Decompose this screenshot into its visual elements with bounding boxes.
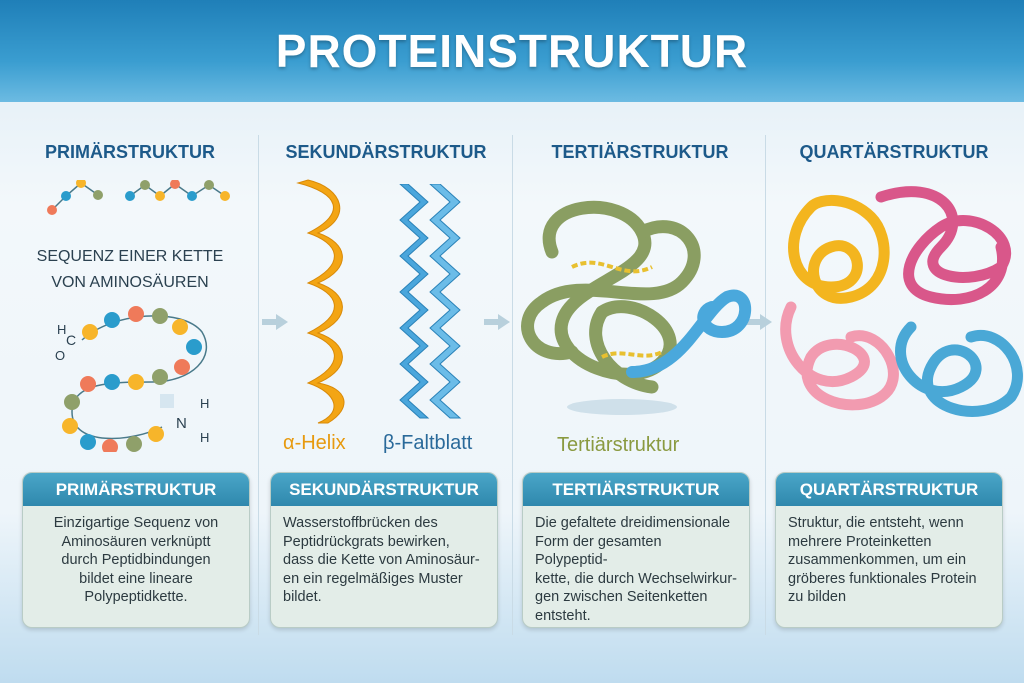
card-line: Peptidrückgrats bewirken, bbox=[283, 533, 450, 550]
label-alpha-helix: α-Helix bbox=[283, 432, 346, 454]
tertiary-structure-icon bbox=[521, 200, 752, 415]
chem-h: H bbox=[200, 430, 209, 445]
chem-n: N bbox=[176, 415, 187, 432]
column-quaternary: QUARTÄRSTRUKTUR QUARTÄRSTRUKTUR Struktur… bbox=[766, 102, 1023, 642]
sequence-caption-line: VON AMINOSÄUREN bbox=[51, 274, 209, 291]
title-banner: PROTEINSTRUKTUR bbox=[0, 0, 1024, 102]
amino-chain-long-icon: H C O N H H bbox=[55, 306, 209, 452]
card-line: bildet eine lineare bbox=[79, 570, 193, 587]
alpha-helix-icon bbox=[296, 179, 345, 424]
card-title: TERTIÄRSTRUKTUR bbox=[523, 473, 749, 506]
divider bbox=[512, 135, 513, 635]
card-line: zusammenkommen, um ein bbox=[788, 552, 967, 568]
card-line: gröberes funktionales Protein bbox=[788, 570, 977, 587]
chem-c: C bbox=[66, 332, 76, 348]
quaternary-structure-icon bbox=[780, 186, 1023, 417]
card-title: QUARTÄRSTRUKTUR bbox=[776, 473, 1002, 506]
card-line: zu bilden bbox=[788, 589, 847, 605]
card-line: durch Peptidbindungen bbox=[61, 552, 211, 568]
beta-sheet-icon bbox=[399, 184, 462, 419]
column-primary: PRIMÄRSTRUKTUR SEQUENZ EINER KETTE VON AM… bbox=[2, 102, 258, 642]
card-tertiary: TERTIÄRSTRUKTUR Die gefaltete dreidimens… bbox=[522, 472, 750, 628]
card-secondary: SEKUNDÄRSTRUKTUR Wasserstoffbrücken des … bbox=[270, 472, 498, 628]
card-line: dass die Kette von Aminosäur- bbox=[283, 552, 480, 568]
arrow-right-icon bbox=[262, 314, 288, 330]
card-line: Polypeptidkette. bbox=[84, 589, 188, 605]
heading-primary: PRIMÄRSTRUKTUR bbox=[45, 142, 215, 162]
sequence-caption-line: SEQUENZ EINER KETTE bbox=[36, 248, 224, 265]
divider bbox=[258, 135, 259, 635]
card-line: bildet. bbox=[283, 589, 322, 605]
card-line: Wasserstoffbrücken des bbox=[283, 515, 438, 531]
divider bbox=[765, 135, 766, 635]
sequence-caption: SEQUENZ EINER KETTE VON AMINOSÄUREN bbox=[2, 244, 258, 296]
card-line: entsteht. bbox=[535, 607, 591, 624]
chem-h: H bbox=[57, 322, 66, 337]
amino-chain-short-icon bbox=[47, 180, 230, 215]
heading-secondary: SEKUNDÄRSTRUKTUR bbox=[285, 142, 487, 162]
card-line: Einzigartige Sequenz von bbox=[53, 515, 219, 531]
card-line: Aminosäuren verknüptt bbox=[61, 533, 211, 550]
arrow-right-icon bbox=[746, 314, 772, 330]
card-primary: PRIMÄRSTRUKTUR Einzigartige Sequenz von … bbox=[22, 472, 250, 628]
card-line: Struktur, die entsteht, wenn bbox=[788, 515, 964, 531]
card-line: mehrere Proteinketten bbox=[788, 533, 932, 550]
card-title: SEKUNDÄRSTRUKTUR bbox=[271, 473, 497, 506]
chem-o: O bbox=[55, 348, 65, 363]
label-tertiary: Tertiärstruktur bbox=[557, 434, 680, 456]
card-title: PRIMÄRSTRUKTUR bbox=[23, 473, 249, 506]
card-line: gen zwischen Seitenketten bbox=[535, 589, 708, 605]
label-beta-sheet: β-Faltblatt bbox=[383, 432, 473, 454]
column-secondary: SEKUNDÄRSTRUKTUR α-Helix β-Faltblatt SEK… bbox=[258, 102, 514, 642]
card-line: Form der gesamten Polypeptid- bbox=[535, 533, 662, 569]
card-line: Die gefaltete dreidimensionale bbox=[535, 515, 731, 531]
page-title: PROTEINSTRUKTUR bbox=[275, 25, 749, 77]
card-line: kette, die durch Wechselwirkur- bbox=[535, 570, 738, 587]
arrow-right-icon bbox=[484, 314, 510, 330]
chem-h: H bbox=[200, 396, 209, 411]
card-quaternary: QUARTÄRSTRUKTUR Struktur, die entsteht, … bbox=[775, 472, 1003, 628]
heading-tertiary: TERTIÄRSTRUKTUR bbox=[551, 142, 729, 162]
heading-quaternary: QUARTÄRSTRUKTUR bbox=[799, 142, 989, 162]
card-line: en ein regelmäßiges Muster bbox=[283, 570, 463, 587]
column-tertiary: TERTIÄRSTRUKTUR Tertiärstruktur TERTIÄRS… bbox=[512, 102, 768, 642]
